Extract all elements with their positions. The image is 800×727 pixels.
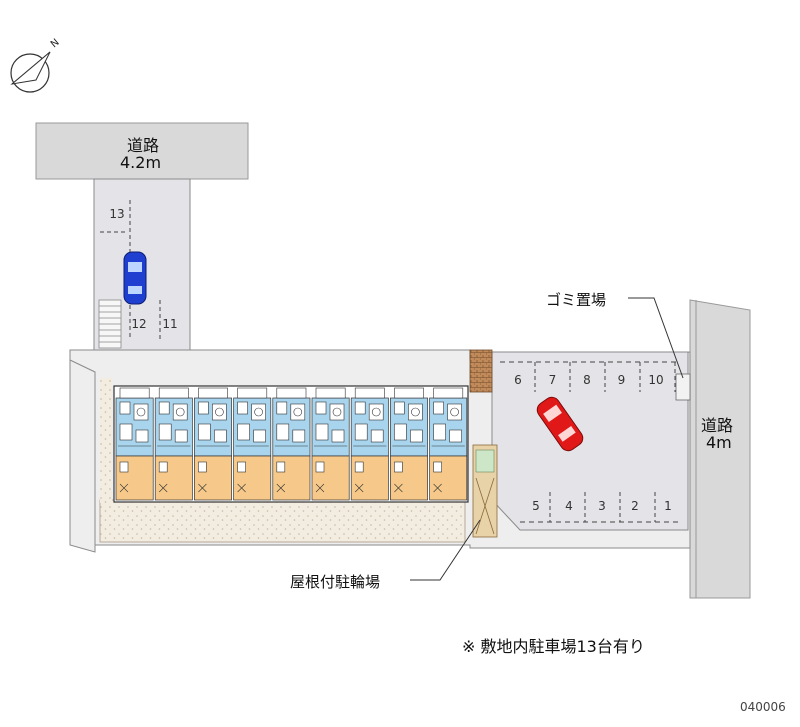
bicycle-shed-label: 屋根付駐輪場 bbox=[290, 573, 381, 591]
stairs bbox=[98, 299, 122, 349]
bicycle-shed bbox=[469, 349, 498, 538]
parking-space-number: 12 bbox=[131, 317, 146, 331]
apartment-unit bbox=[154, 387, 193, 501]
east-road-width: 4m bbox=[706, 433, 732, 452]
parking-space-number: 6 bbox=[514, 373, 522, 387]
compass-icon: N bbox=[10, 37, 62, 93]
parking-space-number: 10 bbox=[648, 373, 663, 387]
apartment-unit bbox=[390, 387, 428, 501]
bicycle-leader-line bbox=[410, 519, 481, 581]
apartment-unit bbox=[429, 387, 468, 501]
blue-car-icon bbox=[123, 251, 147, 305]
apartment-unit bbox=[311, 387, 350, 501]
compass-north-label: N bbox=[49, 37, 62, 50]
apartment-unit bbox=[115, 387, 154, 501]
parking-space-number: 11 bbox=[162, 317, 177, 331]
garbage-area bbox=[675, 373, 691, 401]
red-car-icon bbox=[536, 396, 584, 452]
parking-space-number: 8 bbox=[583, 373, 591, 387]
parking-numbers: 13 12 11 6 7 8 9 10 5 4 3 2 1 bbox=[109, 207, 671, 513]
garbage-label: ゴミ置場 bbox=[546, 291, 607, 309]
image-code: 040006 bbox=[740, 700, 786, 714]
parking-space-number: 13 bbox=[109, 207, 124, 221]
parking-space-number: 4 bbox=[565, 499, 573, 513]
parking-space-number: 9 bbox=[618, 373, 626, 387]
apartment-unit bbox=[350, 387, 389, 501]
ground-area bbox=[99, 499, 466, 543]
parking-space-number: 1 bbox=[664, 499, 672, 513]
apartment-unit bbox=[233, 387, 272, 501]
north-road-width: 4.2m bbox=[120, 153, 162, 172]
parking-space-number: 3 bbox=[598, 499, 606, 513]
north-road-name: 道路 bbox=[127, 136, 160, 155]
apartment-building bbox=[113, 385, 469, 503]
garbage-leader-line bbox=[628, 297, 684, 379]
parking-space-number: 7 bbox=[549, 373, 557, 387]
east-road-name: 道路 bbox=[701, 416, 734, 435]
apartment-unit bbox=[272, 387, 311, 501]
parking-note: ※ 敷地内駐車場13台有り bbox=[462, 637, 645, 656]
parking-space-number: 5 bbox=[532, 499, 540, 513]
apartment-unit bbox=[194, 387, 232, 501]
parking-space-number: 2 bbox=[631, 499, 639, 513]
